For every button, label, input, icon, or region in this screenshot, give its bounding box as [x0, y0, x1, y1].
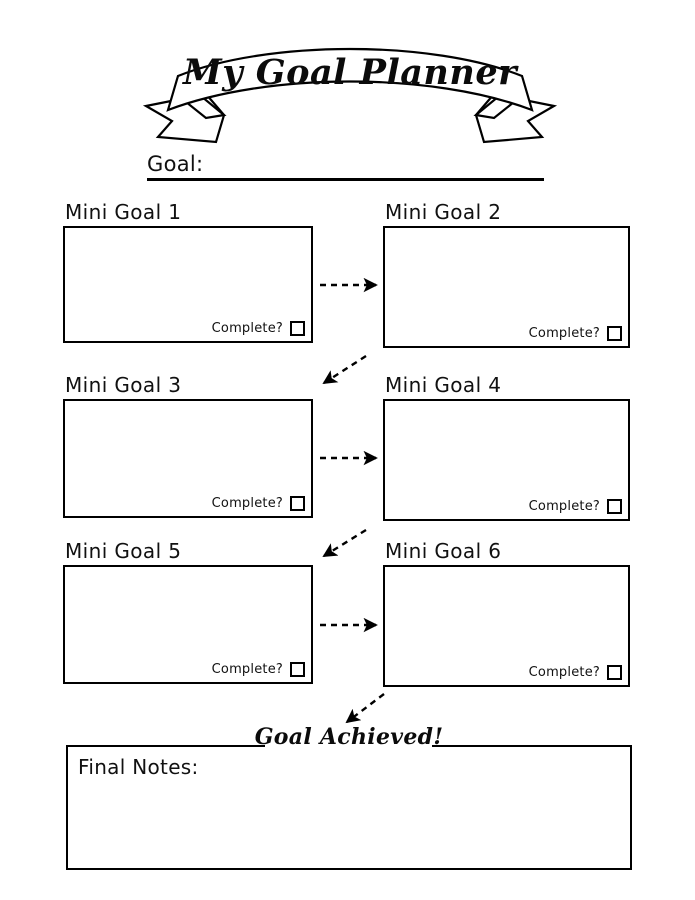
mini-goal-6-label: Mini Goal 6 — [385, 539, 502, 563]
mini-goal-3-label: Mini Goal 3 — [65, 373, 182, 397]
goal-write-line[interactable] — [147, 178, 544, 181]
final-notes-top-rule-left — [66, 745, 265, 747]
mini-goal-3-checkbox[interactable] — [290, 496, 305, 511]
mini-goal-1-input[interactable] — [63, 226, 313, 343]
mini-goal-6-complete: Complete? — [529, 665, 622, 680]
mini-goal-6-complete-label: Complete? — [528, 665, 600, 680]
goal-label: Goal: — [147, 152, 204, 176]
mini-goal-6-checkbox[interactable] — [607, 665, 622, 680]
mini-goal-2-input[interactable] — [383, 226, 630, 348]
goal-achieved-title: Goal Achieved! — [254, 724, 444, 750]
arrow-goal4-to-goal5 — [322, 528, 367, 558]
mini-goal-6-input[interactable] — [383, 565, 630, 687]
mini-goal-2-checkbox[interactable] — [607, 326, 622, 341]
mini-goal-4-label: Mini Goal 4 — [385, 373, 502, 397]
mini-goal-4-complete: Complete? — [529, 499, 622, 514]
mini-goal-4-checkbox[interactable] — [607, 499, 622, 514]
title-banner: My Goal Planner — [128, 32, 572, 144]
mini-goal-2: Mini Goal 2 Complete? — [383, 200, 630, 348]
mini-goal-4: Mini Goal 4 Complete? — [383, 373, 630, 521]
mini-goal-2-label: Mini Goal 2 — [385, 200, 502, 224]
mini-goal-2-complete-label: Complete? — [528, 326, 600, 341]
mini-goal-1: Mini Goal 1 Complete? — [63, 200, 313, 343]
goal-row: Goal: — [147, 152, 544, 182]
mini-goal-5: Mini Goal 5 Complete? — [63, 539, 313, 684]
mini-goal-4-input[interactable] — [383, 399, 630, 521]
mini-goal-5-label: Mini Goal 5 — [65, 539, 182, 563]
mini-goal-3: Mini Goal 3 Complete? — [63, 373, 313, 518]
mini-goal-5-complete-label: Complete? — [211, 662, 283, 677]
arrow-goal2-to-goal3 — [322, 354, 367, 385]
mini-goal-1-complete: Complete? — [212, 321, 305, 336]
banner-ribbon-shape — [142, 47, 558, 144]
mini-goal-1-complete-label: Complete? — [211, 321, 283, 336]
mini-goal-6: Mini Goal 6 Complete? — [383, 539, 630, 687]
mini-goal-1-label: Mini Goal 1 — [65, 200, 182, 224]
mini-goal-3-complete-label: Complete? — [211, 496, 283, 511]
arrow-goal6-to-achieved — [345, 693, 385, 724]
final-notes-section: Goal Achieved! Final Notes: — [66, 724, 632, 870]
mini-goal-3-input[interactable] — [63, 399, 313, 518]
mini-goal-5-checkbox[interactable] — [290, 662, 305, 677]
mini-goal-5-complete: Complete? — [212, 662, 305, 677]
final-notes-top-rule-right — [432, 745, 632, 747]
banner-main-band — [166, 47, 534, 112]
mini-goal-3-complete: Complete? — [212, 496, 305, 511]
mini-goal-1-checkbox[interactable] — [290, 321, 305, 336]
final-notes-input[interactable] — [66, 745, 632, 870]
final-notes-label: Final Notes: — [78, 755, 199, 779]
mini-goal-5-input[interactable] — [63, 565, 313, 684]
mini-goal-2-complete: Complete? — [529, 326, 622, 341]
mini-goal-4-complete-label: Complete? — [528, 499, 600, 514]
